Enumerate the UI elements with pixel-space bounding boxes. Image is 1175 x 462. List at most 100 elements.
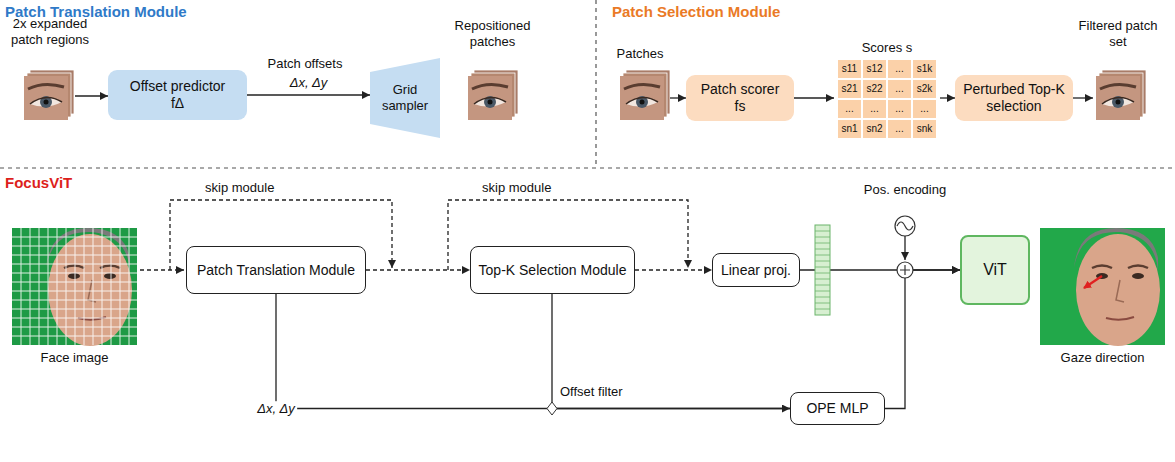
table-cell: ... [888, 102, 911, 116]
eye [104, 273, 116, 279]
eyebrow [1128, 266, 1148, 269]
score-matrix [838, 60, 936, 138]
sum-symbol [897, 262, 913, 278]
signal-name: Patch offsets [255, 56, 355, 72]
caption-text: Filtered patch set [1078, 18, 1158, 49]
table-cell: s21 [838, 82, 861, 96]
caption-text: Patches [608, 46, 672, 62]
sum-plus [900, 265, 910, 275]
table-cell: ... [888, 82, 911, 96]
token-column [815, 225, 830, 315]
section-divider [0, 167, 1175, 168]
matrix-cell [838, 100, 861, 118]
pos-arrow [904, 236, 905, 260]
module-box: Patch Translation Module [186, 246, 366, 294]
section-title: Patch Selection Module [612, 3, 912, 21]
module-box: Top-K Selection Module [470, 246, 635, 294]
gaze-arrow [1084, 276, 1102, 288]
connector-arrow [247, 94, 370, 95]
face-skin [48, 234, 132, 346]
matrix-cell [888, 80, 911, 98]
projection-box: Linear proj. [712, 253, 800, 287]
matrix-cell [888, 100, 911, 118]
patch-stack [468, 70, 518, 120]
eyebrow [64, 266, 84, 269]
table-cell: ... [888, 122, 911, 136]
predictor-box: Offset predictor fΔ [108, 70, 247, 120]
table-cell: s22 [863, 82, 886, 96]
patch-front [24, 76, 68, 120]
flow-arrow [940, 97, 955, 98]
node-text: Patch scorer fs [700, 81, 780, 115]
node-text: Top-K Selection Module [479, 262, 627, 279]
eye [68, 273, 80, 279]
eye [1132, 273, 1144, 279]
token-dividers [815, 231, 830, 309]
connector-arrow [366, 269, 470, 270]
matrix-cell [863, 80, 886, 98]
eyebrow [100, 266, 120, 269]
matrix-cell [888, 60, 911, 78]
edge-label: Δx, Δy [255, 401, 297, 417]
patch-front [1096, 76, 1140, 120]
table-cell: sn1 [838, 122, 861, 136]
caption-text: 2x expanded patch regions [0, 16, 100, 47]
node-text: ViT [983, 260, 1007, 279]
matrix-cell [838, 60, 861, 78]
matrix-cell [913, 60, 936, 78]
caption-text: Gaze direction [1040, 350, 1165, 366]
eyebrow [1092, 266, 1112, 269]
signal-name: Scores s [838, 40, 936, 56]
mouth [1106, 317, 1134, 320]
image-background [12, 228, 137, 345]
matrix-cell [838, 120, 861, 138]
nose [1116, 280, 1124, 302]
matrix-cell [863, 120, 886, 138]
connector-arrow [635, 269, 712, 270]
section-title: FocusViT [5, 174, 155, 192]
flow-arrow [75, 95, 108, 96]
node-text: Linear proj. [721, 262, 791, 279]
path-label: skip module [205, 180, 325, 196]
selection-box: Perturbed Top-K selection [955, 75, 1073, 121]
face-image [12, 228, 137, 346]
patch-stack [620, 70, 670, 120]
caption-text: Face image [12, 350, 137, 366]
table-cell: s12 [863, 62, 886, 76]
signal-name: Pos. encoding [845, 182, 965, 198]
table-cell: ... [863, 102, 886, 116]
table-cell: s1k [913, 62, 936, 76]
node-text: Grid sampler [373, 82, 437, 113]
node-text: Offset predictor fΔ [128, 78, 227, 112]
image-background [1040, 228, 1165, 345]
matrix-cell [913, 80, 936, 98]
patch-stack [1096, 70, 1146, 120]
trapezoid-outline [370, 58, 440, 138]
matrix-cell [838, 80, 861, 98]
path-label: Offset filter [560, 384, 670, 400]
node-text: Patch Translation Module [197, 262, 355, 279]
matrix-cell [913, 100, 936, 118]
sine-wave [897, 222, 913, 230]
matrix-cell [913, 120, 936, 138]
table-cell: snk [913, 122, 936, 136]
gaze-output-image [1040, 228, 1165, 346]
patch-front [468, 76, 512, 120]
table-cell: s11 [838, 62, 861, 76]
transformer-box: ViT [960, 235, 1030, 305]
matrix-cell [863, 60, 886, 78]
caption-text: Repositioned patches [445, 18, 540, 49]
path-label: skip module [482, 180, 602, 196]
patch-front [620, 76, 664, 120]
face-skin [1076, 234, 1160, 346]
connector-arrow [885, 270, 960, 409]
scorer-box: Patch scorer fs [686, 75, 794, 121]
edge-label: Δx, Δy [288, 75, 330, 91]
input-arrow [140, 269, 184, 270]
mlp-box: OPE MLP [790, 392, 885, 425]
offset-filter-diamond [547, 402, 557, 415]
patch-grid [12, 228, 137, 345]
sampler-trapezoid: Grid sampler [370, 58, 440, 138]
section-divider [595, 0, 596, 168]
node-text: Perturbed Top-K selection [959, 81, 1069, 115]
